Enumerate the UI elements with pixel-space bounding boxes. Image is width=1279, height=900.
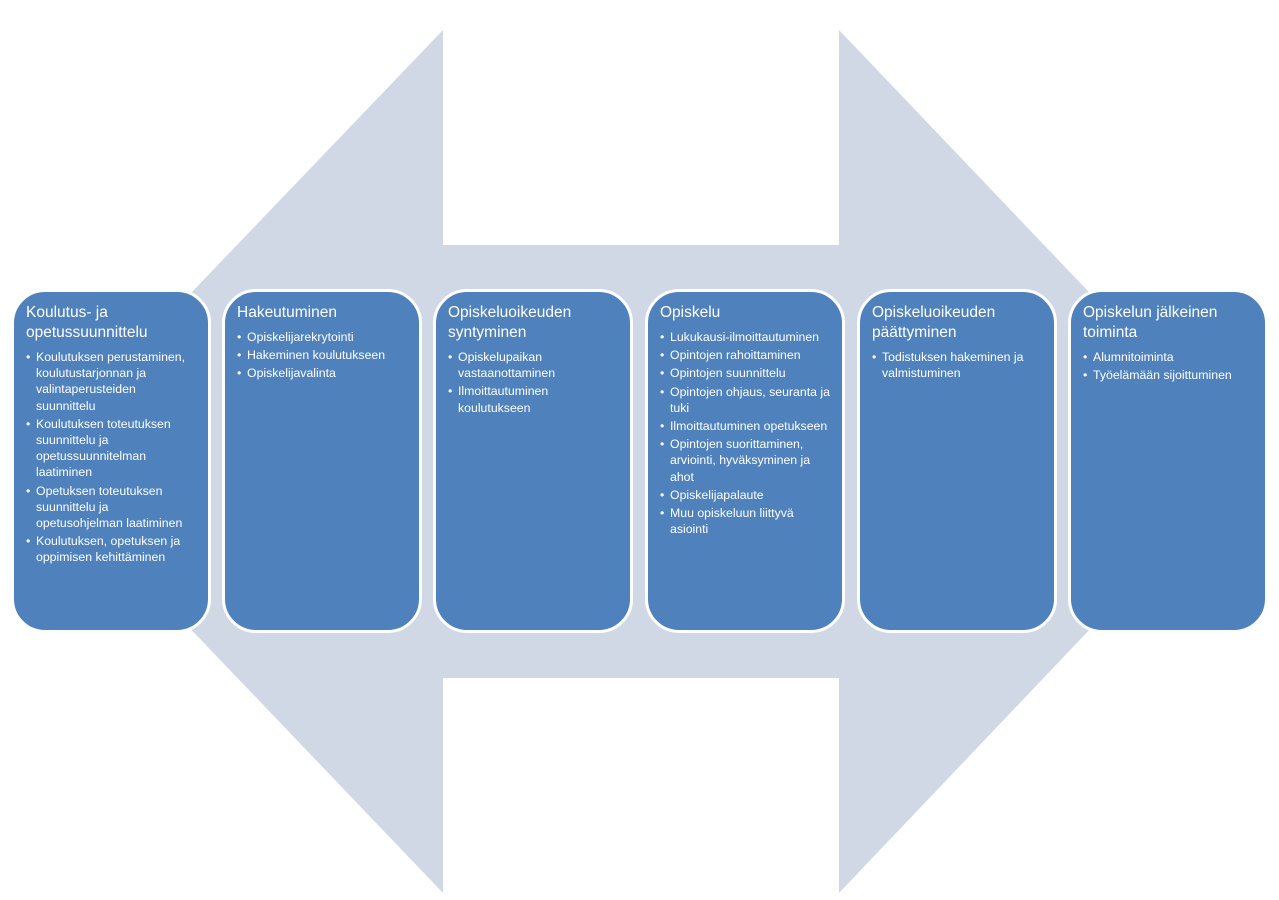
- stage-item: Ilmoittautuminen opetukseen: [660, 418, 830, 434]
- stage-title: Koulutus- ja opetussuunnittelu: [26, 304, 148, 341]
- stage-item-list: Lukukausi-ilmoittautuminenOpintojen raho…: [660, 329, 830, 537]
- stage-box-1: Koulutus- ja opetussuunnitteluKoulutukse…: [11, 289, 211, 633]
- stage-item: Koulutuksen perustaminen, koulutustarjon…: [26, 349, 196, 414]
- stage-item: Lukukausi-ilmoittautuminen: [660, 329, 830, 345]
- stage-item-list: AlumnitoimintaTyöelämään sijoittuminen: [1083, 349, 1253, 384]
- stage-item: Muu opiskeluun liittyvä asiointi: [660, 505, 830, 537]
- stage-item: Työelämään sijoittuminen: [1083, 367, 1253, 383]
- stage-item: Opintojen ohjaus, seuranta ja tuki: [660, 384, 830, 416]
- stage-item: Opiskelijarekrytointi: [237, 329, 407, 345]
- stage-box-2: HakeutuminenOpiskelijarekrytointiHakemin…: [222, 289, 422, 633]
- stage-item-list: Todistuksen hakeminen ja valmistuminen: [872, 349, 1042, 381]
- stage-title: Opiskelu: [660, 304, 721, 321]
- stage-item: Alumnitoiminta: [1083, 349, 1253, 365]
- stage-item-list: Koulutuksen perustaminen, koulutustarjon…: [26, 349, 196, 566]
- stage-item-list: OpiskelijarekrytointiHakeminen koulutuks…: [237, 329, 407, 382]
- stage-item: Todistuksen hakeminen ja valmistuminen: [872, 349, 1042, 381]
- stage-item: Ilmoittautuminen koulutukseen: [448, 383, 618, 415]
- stage-box-3: Opiskeluoikeuden syntyminenOpiskelupaika…: [433, 289, 633, 633]
- stage-item: Opintojen rahoittaminen: [660, 347, 830, 363]
- stage-box-6: Opiskelun jälkeinen toimintaAlumnitoimin…: [1068, 289, 1268, 633]
- stage-item: Koulutuksen, opetuksen ja oppimisen kehi…: [26, 533, 196, 565]
- stage-item: Opiskelijapalaute: [660, 487, 830, 503]
- stage-box-4: OpiskeluLukukausi-ilmoittautuminenOpinto…: [645, 289, 845, 633]
- stage-item: Koulutuksen toteutuksen suunnittelu ja o…: [26, 416, 196, 481]
- stage-title: Hakeutuminen: [237, 304, 337, 321]
- stage-title: Opiskeluoikeuden päättyminen: [872, 304, 996, 341]
- double-arrow-shape: [30, 30, 1250, 893]
- stage-title: Opiskelun jälkeinen toiminta: [1083, 304, 1218, 341]
- stage-item: Opetuksen toteutuksen suunnittelu ja ope…: [26, 483, 196, 532]
- stage-item: Opintojen suunnittelu: [660, 365, 830, 381]
- stage-item: Hakeminen koulutukseen: [237, 347, 407, 363]
- stage-item: Opintojen suorittaminen, arviointi, hyvä…: [660, 436, 830, 485]
- stage-item-list: Opiskelupaikan vastaanottaminenIlmoittau…: [448, 349, 618, 416]
- stage-item: Opiskelijavalinta: [237, 365, 407, 381]
- stage-item: Opiskelupaikan vastaanottaminen: [448, 349, 618, 381]
- stage-box-5: Opiskeluoikeuden päättyminenTodistuksen …: [857, 289, 1057, 633]
- stage-title: Opiskeluoikeuden syntyminen: [448, 304, 572, 341]
